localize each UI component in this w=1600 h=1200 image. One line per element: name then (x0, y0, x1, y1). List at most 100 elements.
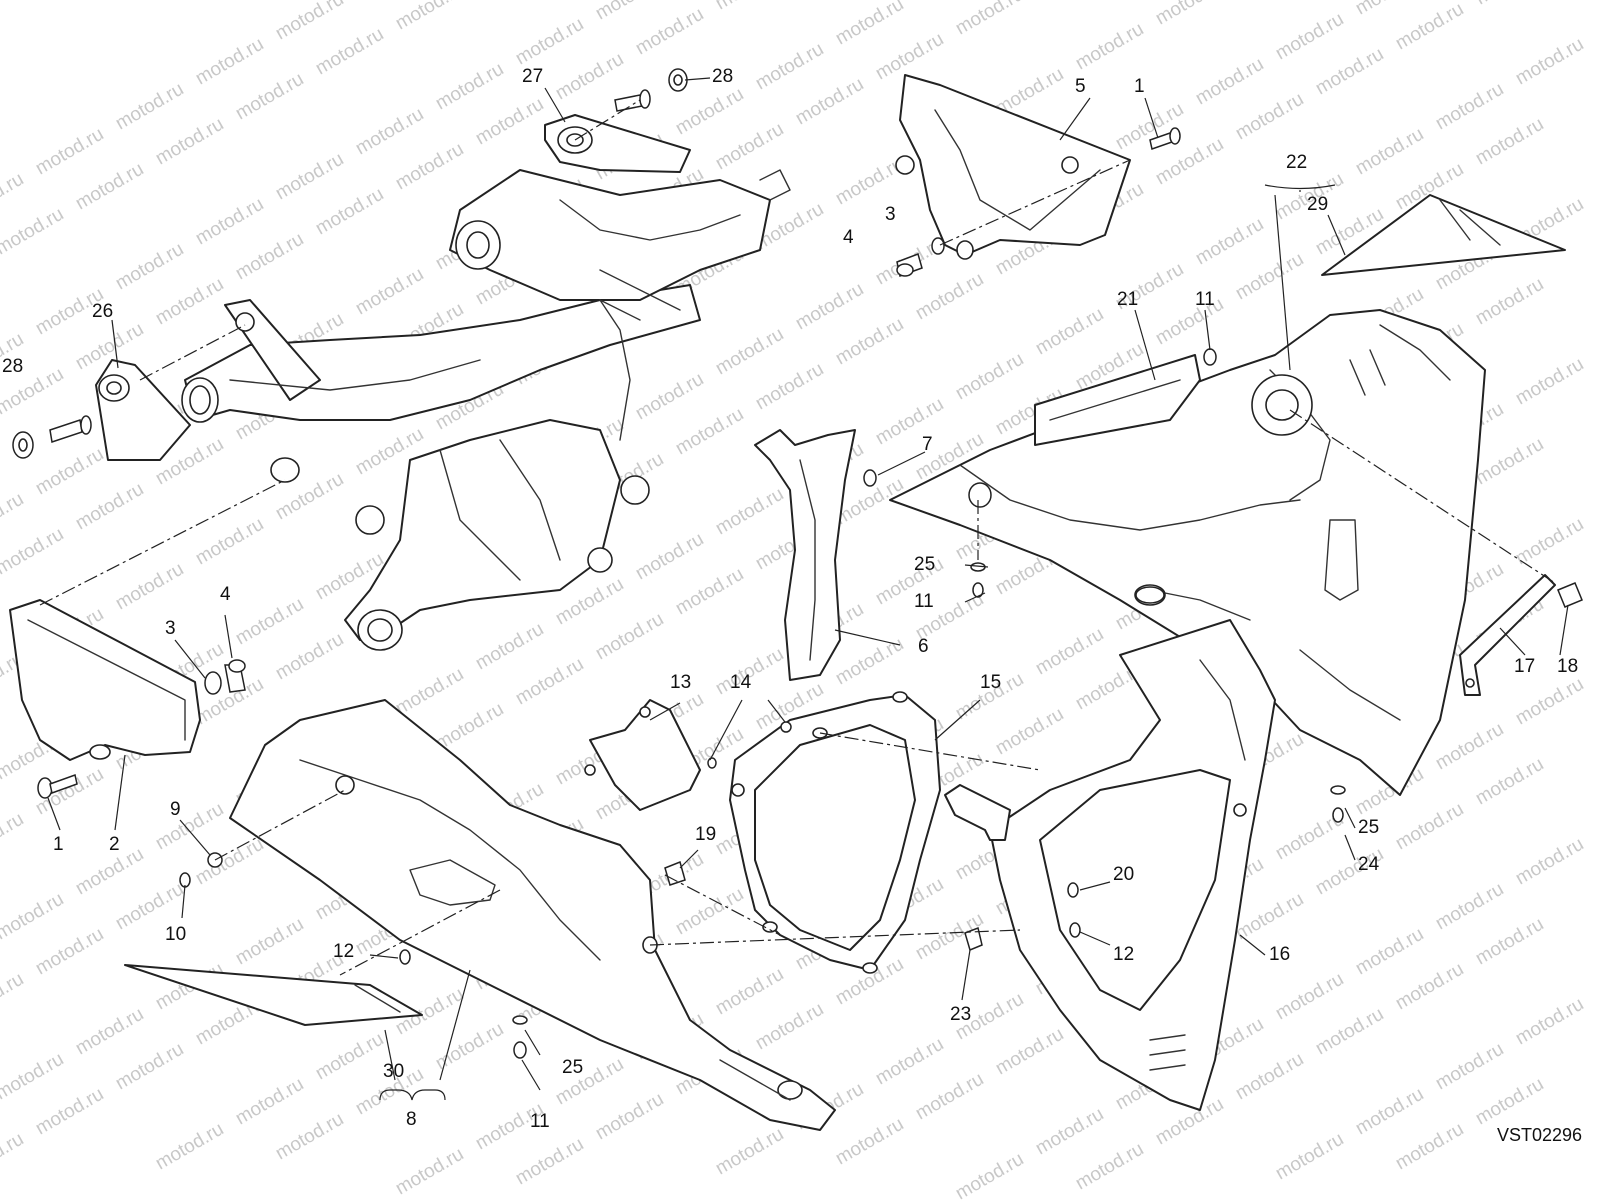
callout-24: 24 (1358, 854, 1380, 875)
watermark-text: motod.ru (192, 34, 267, 90)
watermark-text: motod.ru (1072, 19, 1147, 75)
watermark-text: motod.ru (272, 0, 347, 44)
watermark-text: motod.ru (232, 1074, 307, 1130)
watermark-text: motod.ru (392, 664, 467, 720)
watermark-text: motod.ru (352, 104, 427, 160)
watermark-text: motod.ru (1512, 674, 1587, 730)
watermark-text: motod.ru (752, 39, 827, 95)
watermark-text: motod.ru (672, 84, 747, 140)
watermark-text: motod.ru (392, 0, 467, 34)
watermark-text: motod.ru (1472, 914, 1547, 970)
watermark-text: motod.ru (632, 529, 707, 585)
watermark-text: motod.ru (1232, 249, 1307, 305)
inner-panel-15 (729, 691, 941, 974)
callout-30: 30 (383, 1061, 404, 1082)
watermark-text: motod.ru (112, 239, 187, 295)
watermark-text: motod.ru (1472, 114, 1547, 170)
watermark-text: motod.ru (1392, 959, 1467, 1015)
callout-labels: 5 1 27 28 26 28 3 4 22 29 21 11 7 25 11 … (2, 66, 1578, 1132)
watermark-text: motod.ru (152, 114, 227, 170)
watermark-text: motod.ru (1392, 0, 1467, 54)
callout-14: 14 (730, 672, 752, 693)
watermark-text: motod.ru (1032, 1104, 1107, 1160)
watermark-text: motod.ru (112, 79, 187, 135)
callout-1-top: 1 (1134, 76, 1145, 97)
watermark-text: motod.ru (712, 0, 787, 14)
watermark-text: motod.ru (1312, 44, 1387, 100)
bolt-grommet-left (12, 415, 92, 459)
callout-7: 7 (922, 434, 933, 455)
callout-17: 17 (1514, 656, 1535, 677)
watermark-text: motod.ru (912, 0, 987, 4)
watermark-text: motod.ru (272, 149, 347, 205)
callout-21: 21 (1117, 289, 1138, 310)
watermark-text: motod.ru (1472, 434, 1547, 490)
watermark-text: motod.ru (0, 1049, 67, 1105)
watermark-text: motod.ru (0, 169, 27, 225)
watermark-text: motod.ru (32, 124, 107, 180)
watermark-text: motod.ru (0, 889, 67, 945)
watermark-text: motod.ru (512, 1134, 587, 1190)
watermark-text: motod.ru (232, 229, 307, 285)
watermark-text: motod.ru (1032, 624, 1107, 680)
frame-assembly (181, 169, 791, 651)
clip-23 (964, 926, 983, 952)
watermark-text: motod.ru (1272, 9, 1347, 65)
fasteners-5 (896, 127, 1181, 277)
watermark-text: motod.ru (912, 1069, 987, 1125)
watermark-text: motod.ru (992, 1024, 1067, 1080)
watermark-text: motod.ru (792, 279, 867, 335)
watermark-text: motod.ru (1192, 214, 1267, 270)
watermark-text: motod.ru (272, 629, 347, 685)
bracket-13 (584, 699, 701, 811)
callout-25-bottom: 25 (562, 1057, 583, 1078)
callout-9: 9 (170, 799, 181, 820)
watermark-text: motod.ru (952, 1149, 1027, 1200)
callout-11-mid: 11 (914, 591, 934, 612)
watermark-text: motod.ru (1312, 1004, 1387, 1060)
callout-1-left: 1 (53, 834, 64, 855)
nut-18 (1557, 582, 1583, 608)
watermark-text: motod.ru (352, 264, 427, 320)
callout-29: 29 (1307, 194, 1328, 215)
watermark-text: motod.ru (232, 69, 307, 125)
watermark-text: motod.ru (1112, 99, 1187, 155)
watermark-text: motod.ru (1272, 969, 1347, 1025)
watermark-text: motod.ru (1232, 1049, 1307, 1105)
watermark-text: motod.ru (392, 1144, 467, 1200)
watermark-text: motod.ru (752, 359, 827, 415)
watermark-text: motod.ru (72, 479, 147, 535)
bracket-17 (1459, 574, 1556, 696)
watermark-text: motod.ru (392, 139, 467, 195)
watermark-text: motod.ru (1152, 0, 1227, 29)
callout-4-left: 4 (220, 584, 231, 605)
watermark-text: motod.ru (712, 484, 787, 540)
watermark-text: motod.ru (0, 969, 27, 1025)
callout-15: 15 (980, 672, 1001, 693)
watermark-text: motod.ru (432, 59, 507, 115)
watermark-text: motod.ru (1432, 719, 1507, 775)
callout-12-left: 12 (333, 941, 354, 962)
watermark-text: motod.ru (1272, 1129, 1347, 1185)
watermark-text: motod.ru (1472, 274, 1547, 330)
side-cover-2 (9, 599, 201, 761)
watermark-text: motod.ru (1072, 1139, 1147, 1195)
bracket-27 (544, 114, 691, 173)
inner-panel-5 (895, 74, 1131, 260)
callout-4-top: 4 (843, 227, 854, 248)
callout-23: 23 (950, 1004, 971, 1025)
diagram-code: VST02296 (1497, 1125, 1582, 1145)
watermark-text: motod.ru (152, 1119, 227, 1175)
watermark-text: motod.ru (1192, 54, 1267, 110)
watermark-text: motod.ru (1152, 294, 1227, 350)
watermark-text: motod.ru (192, 194, 267, 250)
callout-6: 6 (918, 636, 929, 657)
watermark-text: motod.ru (1352, 1084, 1427, 1140)
watermark-text: motod.ru (1232, 889, 1307, 945)
watermark-text: motod.ru (712, 964, 787, 1020)
watermark-text: motod.ru (72, 1004, 147, 1060)
watermark-text: motod.ru (312, 184, 387, 240)
callout-18: 18 (1557, 656, 1578, 677)
watermark-text: motod.ru (592, 0, 667, 24)
